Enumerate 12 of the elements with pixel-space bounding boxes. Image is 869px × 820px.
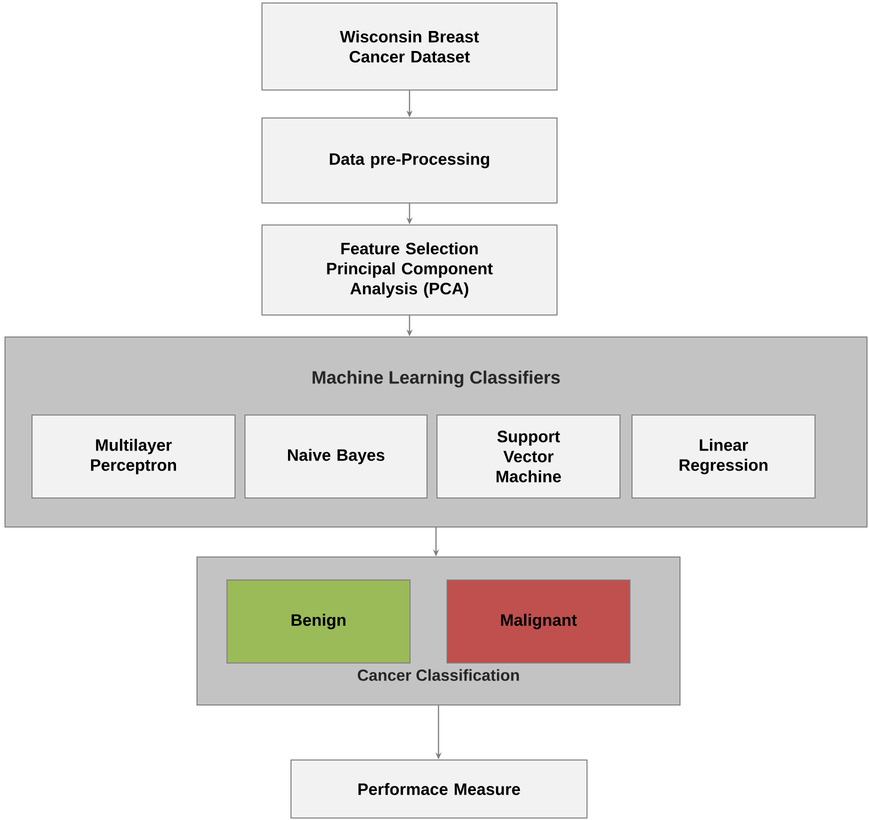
- process-box: Multilayer Perceptron: [32, 414, 236, 498]
- panel-heading: Cancer Classification: [358, 669, 519, 681]
- panel-heading: Machine Learning Classifiers: [312, 370, 560, 388]
- process-box: Data pre-Processing: [262, 118, 558, 204]
- process-box: Wisconsin Breast Cancer Dataset: [262, 2, 558, 90]
- process-box: Benign: [226, 580, 410, 664]
- process-box: Linear Regression: [632, 414, 816, 498]
- process-box: Performace Measure: [290, 760, 588, 818]
- process-box: Feature Selection Principal Component Analysis (PCA): [262, 224, 558, 316]
- process-box: Naive Bayes: [244, 414, 428, 498]
- process-box: Malignant: [446, 580, 630, 664]
- process-box: Support Vector Machine: [436, 414, 620, 498]
